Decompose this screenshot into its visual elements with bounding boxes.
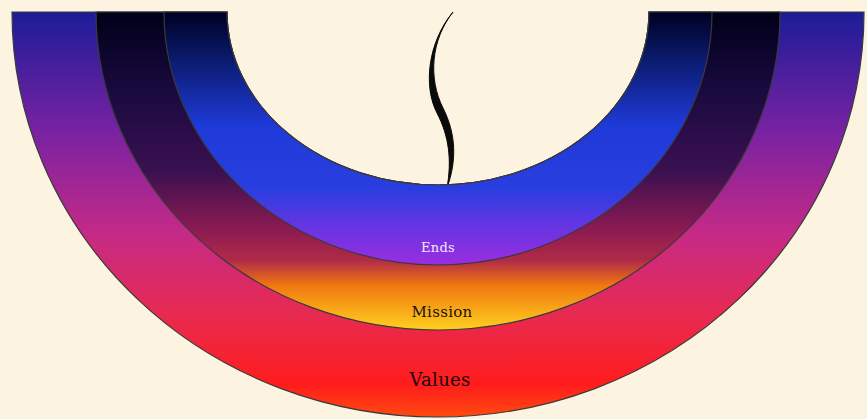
band-label: Ends <box>421 240 455 256</box>
arc-band: Ends <box>164 12 712 265</box>
label-slot: Mission <box>411 302 472 321</box>
band-label: Mission <box>411 303 472 321</box>
band-shape <box>12 12 864 417</box>
band-label: Values <box>409 369 470 391</box>
label-slot: Ends <box>421 237 455 256</box>
band-outline <box>164 12 712 265</box>
flame-symbol <box>429 12 453 188</box>
label-slot: Values <box>409 369 470 391</box>
